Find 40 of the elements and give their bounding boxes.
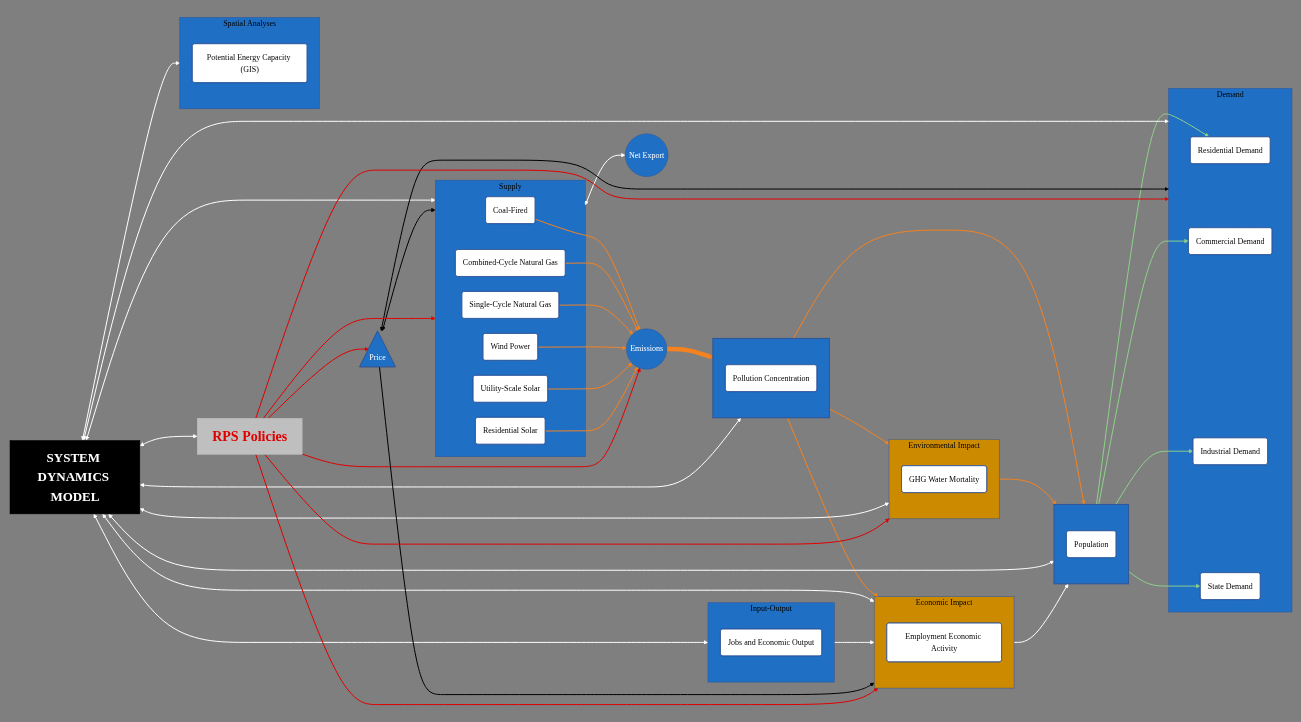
arrow: [828, 408, 889, 445]
arrow: [139, 417, 741, 488]
arrow: [84, 197, 436, 441]
node-box: RPS Policies: [196, 418, 302, 455]
arrow: [378, 366, 874, 696]
arrow: [267, 346, 369, 419]
arrow: [564, 262, 638, 331]
arrow: [584, 153, 625, 206]
arrow: [93, 513, 708, 645]
arrow: [80, 60, 180, 441]
arrow: [262, 316, 436, 419]
arrow: [1114, 449, 1193, 505]
arrow: [534, 218, 640, 331]
arrow: [301, 367, 641, 468]
arrow: [379, 159, 1169, 331]
arrow: [998, 478, 1056, 505]
arrow: [139, 434, 197, 447]
arrow: [1097, 238, 1189, 505]
arrow: [107, 513, 1054, 571]
arrow: [544, 366, 638, 432]
arrow: [263, 453, 889, 545]
arrow: [380, 207, 436, 331]
arrow: [792, 229, 1085, 505]
cluster: [711, 337, 830, 419]
arrow: [786, 417, 878, 597]
arrow: [82, 119, 1169, 441]
arrow: [1013, 583, 1068, 643]
arrow: [254, 453, 878, 706]
arrow: [101, 513, 874, 602]
node-box: SYSTEM DYNAMICS MODEL: [9, 440, 140, 515]
arrow: [1127, 570, 1200, 589]
arrow: [666, 346, 713, 360]
arrow: [1095, 113, 1209, 505]
arrow: [254, 169, 1169, 419]
arrow: [139, 502, 889, 519]
arrow: [546, 362, 632, 390]
arrow: [558, 304, 633, 335]
arrow: [833, 640, 874, 645]
arrow: [537, 345, 627, 350]
cluster: [1053, 503, 1129, 585]
